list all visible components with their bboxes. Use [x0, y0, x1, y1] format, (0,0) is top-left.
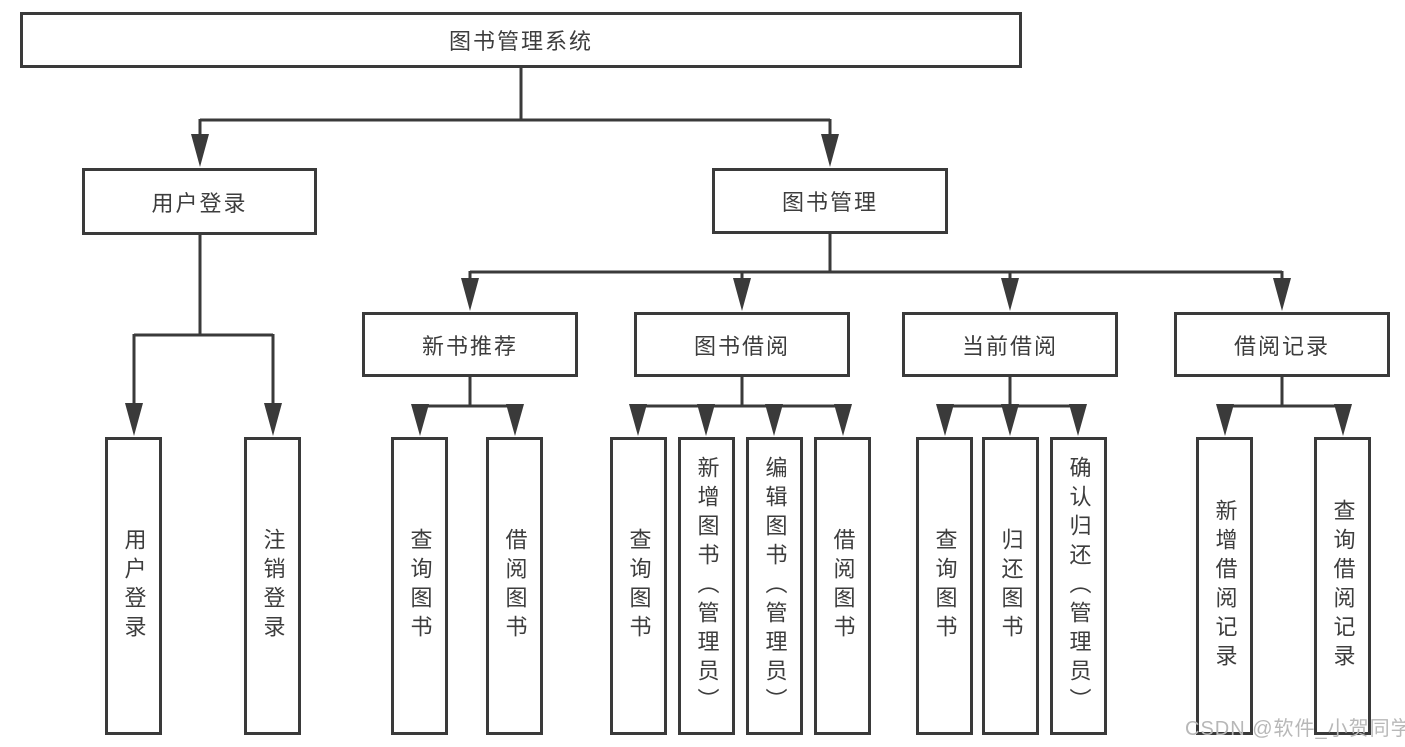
leaf-borrow-books: 借阅图书 [486, 437, 543, 735]
leaf-query-books-2-label: 查询图书 [626, 528, 652, 644]
node-current-borrow: 当前借阅 [902, 312, 1118, 377]
leaf-add-borrow-record-label: 新增借阅记录 [1212, 499, 1238, 673]
leaf-edit-book-admin: 编辑图书（管理员） [746, 437, 803, 735]
node-book-borrow-label: 图书借阅 [693, 333, 790, 359]
leaf-confirm-return-admin: 确认归还（管理员） [1050, 437, 1107, 735]
leaf-confirm-return-admin-label: 确认归还（管理员） [1066, 455, 1092, 717]
leaf-query-books-3-label: 查询图书 [932, 528, 958, 644]
node-user-login: 用户登录 [82, 168, 317, 235]
leaf-user-login-label: 用户登录 [121, 528, 147, 644]
leaf-query-books-3: 查询图书 [916, 437, 973, 735]
node-new-books: 新书推荐 [362, 312, 578, 377]
node-book-mgmt-label: 图书管理 [781, 190, 878, 215]
node-book-mgmt: 图书管理 [712, 168, 948, 234]
leaf-borrow-books-label: 借阅图书 [502, 528, 528, 644]
leaf-borrow-books-2-label: 借阅图书 [830, 528, 856, 644]
leaf-logout-label: 注销登录 [260, 528, 286, 644]
leaf-query-books-2: 查询图书 [610, 437, 667, 735]
node-user-login-label: 用户登录 [151, 190, 248, 216]
leaf-add-book-admin-label: 新增图书（管理员） [694, 455, 720, 717]
leaf-add-borrow-record: 新增借阅记录 [1196, 437, 1253, 735]
node-new-books-label: 新书推荐 [421, 333, 518, 359]
leaf-borrow-books-2: 借阅图书 [814, 437, 871, 735]
node-current-borrow-label: 当前借阅 [961, 333, 1058, 359]
leaf-edit-book-admin-label: 编辑图书（管理员） [762, 455, 788, 717]
node-borrow-records: 借阅记录 [1174, 312, 1390, 377]
leaf-add-book-admin: 新增图书（管理员） [678, 437, 735, 735]
leaf-query-books: 查询图书 [391, 437, 448, 735]
node-book-borrow: 图书借阅 [634, 312, 850, 377]
watermark: CSDN @软件_小贺同学 [1185, 718, 1405, 740]
node-root: 图书管理系统 [20, 12, 1022, 68]
leaf-return-book: 归还图书 [982, 437, 1039, 735]
leaf-query-borrow-record-label: 查询借阅记录 [1330, 499, 1356, 673]
node-root-label: 图书管理系统 [448, 29, 593, 54]
node-borrow-records-label: 借阅记录 [1233, 333, 1330, 359]
leaf-query-borrow-record: 查询借阅记录 [1314, 437, 1371, 735]
leaf-return-book-label: 归还图书 [998, 528, 1024, 644]
leaf-query-books-label: 查询图书 [407, 528, 433, 644]
leaf-logout: 注销登录 [244, 437, 301, 735]
leaf-user-login: 用户登录 [105, 437, 162, 735]
